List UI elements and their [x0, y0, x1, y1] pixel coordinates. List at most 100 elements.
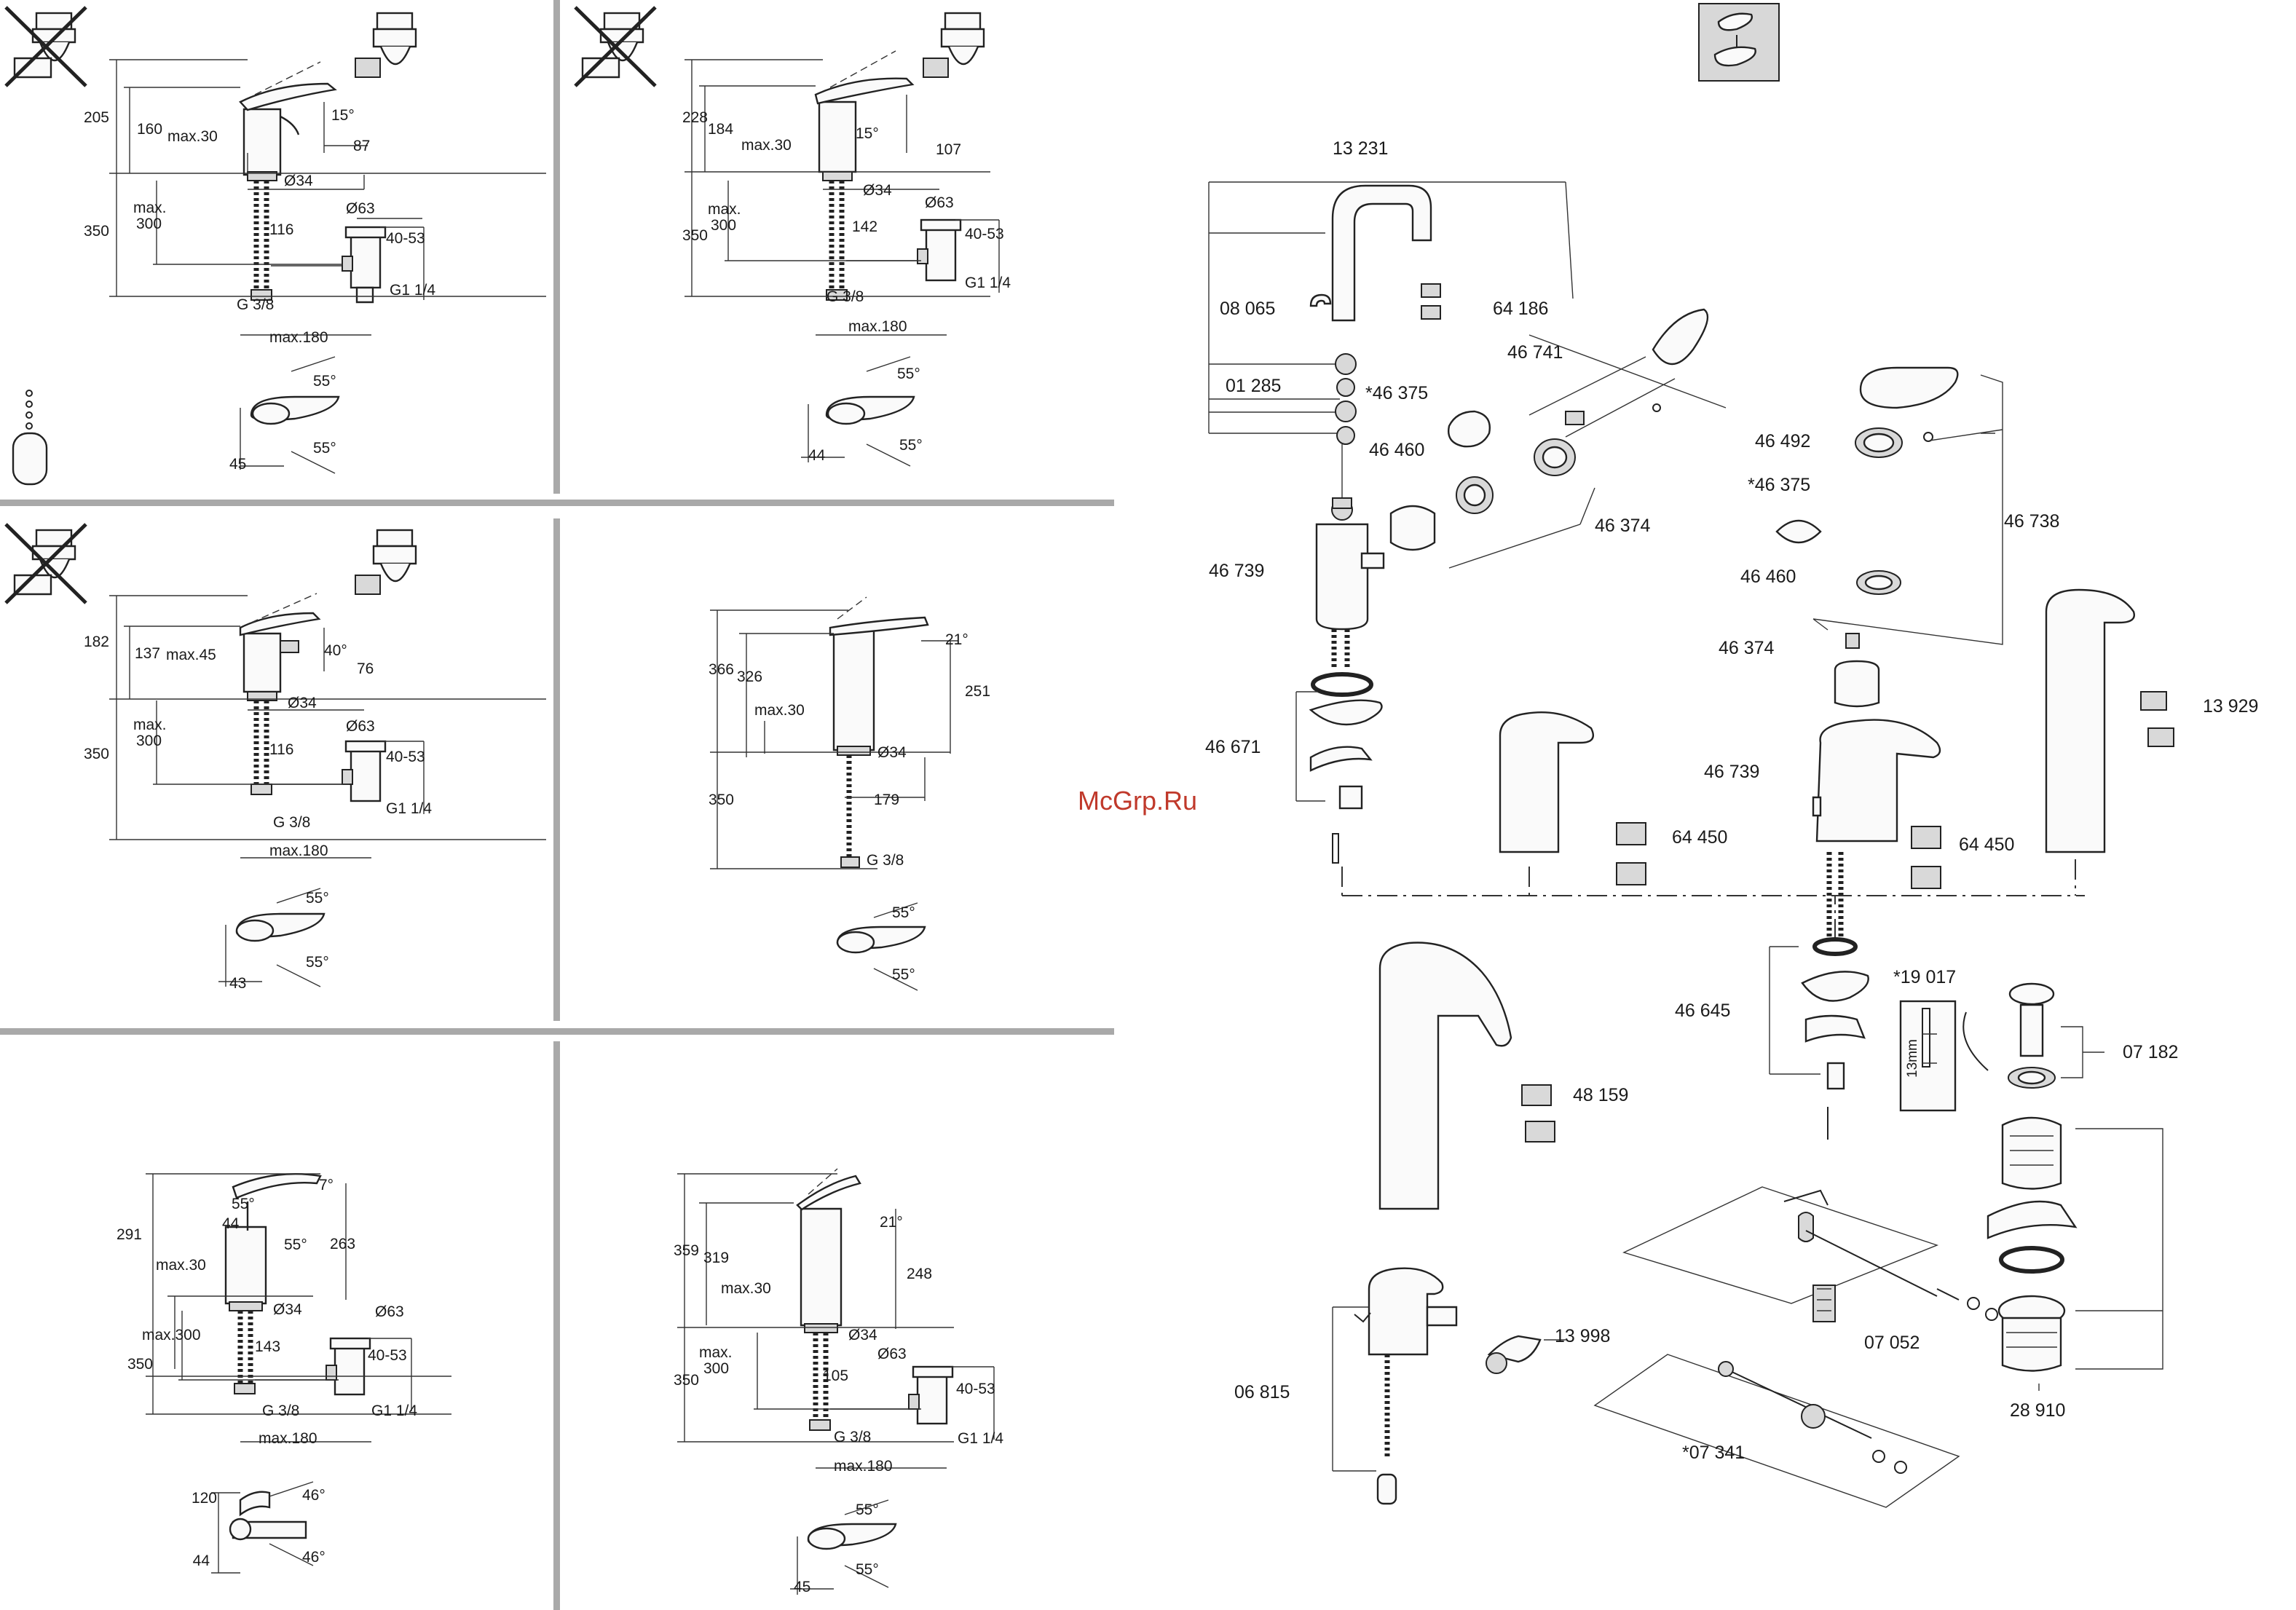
dim-300: 300 [703, 1360, 729, 1377]
dim-44: 44 [222, 1215, 240, 1232]
dim-55deg-b: 55° [306, 954, 329, 971]
part-label-46492: 46 492 [1755, 431, 1810, 451]
dim-45: 45 [794, 1579, 810, 1595]
no-pop-up-waste-icon [4, 523, 87, 604]
dim-max180: max.180 [848, 318, 907, 335]
dim-max180: max.180 [834, 1458, 893, 1475]
pop-up-waste-icon [923, 12, 985, 78]
part-label-46375-b: *46 375 [1748, 475, 1810, 495]
dim-21deg: 21° [945, 631, 968, 648]
dim-300: 300 [711, 217, 736, 234]
dim-7deg: 7° [319, 1177, 334, 1193]
dim-55deg-a: 55° [897, 366, 920, 382]
dim-43: 43 [229, 975, 246, 992]
part-label-46739-a: 46 739 [1209, 561, 1264, 581]
dim-max45: max.45 [166, 647, 216, 663]
dim-max180: max.180 [259, 1430, 317, 1447]
dim-g114: G1 1/4 [390, 282, 435, 299]
part-label-64450-a: 64 450 [1672, 827, 1727, 848]
dim-55deg-a: 55° [892, 904, 915, 921]
dim-55deg-b: 55° [892, 966, 915, 983]
dim-300: 300 [136, 216, 162, 232]
dim-263: 263 [330, 1236, 355, 1252]
part-label-46460-b: 46 460 [1740, 567, 1796, 587]
dim-359: 359 [674, 1242, 699, 1259]
divider-vertical-3 [553, 1041, 560, 1610]
divider-horizontal-2 [0, 1028, 1114, 1035]
dim-366: 366 [709, 661, 734, 678]
dim-300: 300 [136, 733, 162, 749]
dim-15deg: 15° [856, 125, 879, 142]
dim-350: 350 [682, 227, 708, 244]
dim-228: 228 [682, 109, 708, 126]
part-label-48159: 48 159 [1573, 1085, 1628, 1105]
dim-g38: G 3/8 [827, 288, 864, 305]
dim-326: 326 [737, 668, 762, 685]
watermark: McGrp.Ru [1078, 786, 1197, 816]
dim-40-53: 40-53 [965, 226, 1004, 242]
dim-55deg: 55° [232, 1196, 255, 1212]
dim-g114: G1 1/4 [965, 275, 1011, 291]
dim-d34: Ø34 [288, 695, 317, 711]
part-label-46375-a: *46 375 [1365, 383, 1428, 403]
dim-55deg-a: 55° [856, 1502, 879, 1518]
part-label-07182: 07 182 [2123, 1042, 2178, 1062]
no-pop-up-waste-icon [4, 6, 87, 87]
dim-251: 251 [965, 683, 990, 700]
dim-116: 116 [269, 741, 293, 758]
dim-55deg-a: 55° [313, 373, 336, 390]
divider-vertical-2 [553, 518, 560, 1021]
dim-55deg-a: 55° [306, 890, 329, 907]
part-label-28910: 28 910 [2010, 1400, 2065, 1421]
panel-1-basin-mixer-dimensions: 205 160 max.30 15° 87 Ø34 Ø63 max. 300 3… [4, 6, 546, 486]
dim-87: 87 [353, 138, 370, 154]
part-label-46671: 46 671 [1205, 737, 1261, 757]
pop-up-waste-icon [355, 529, 417, 595]
dim-40deg: 40° [324, 642, 347, 659]
dim-g38: G 3/8 [237, 296, 274, 313]
dim-291: 291 [117, 1226, 142, 1243]
mixer-handle-icon [1698, 3, 1780, 82]
panel-3-bidet-mixer-dimensions: 182 137 max.45 40° 76 Ø34 Ø63 max. 300 3… [4, 523, 546, 992]
dim-d63: Ø63 [925, 194, 954, 211]
dim-d63: Ø63 [877, 1346, 907, 1362]
dim-40-53: 40-53 [368, 1347, 407, 1364]
dim-40-53: 40-53 [956, 1381, 995, 1397]
part-label-01285: 01 285 [1226, 376, 1281, 396]
dim-248: 248 [907, 1266, 932, 1282]
dim-d34: Ø34 [863, 182, 892, 199]
dim-max30: max.30 [721, 1280, 771, 1297]
dim-21deg: 21° [880, 1214, 903, 1231]
chain-plug-icon [12, 390, 48, 486]
dim-55deg-b: 55° [313, 440, 336, 457]
dim-d34: Ø34 [284, 173, 313, 189]
dim-max: max. [699, 1344, 733, 1361]
panel-6-tall-basin-mixer-dimensions: 359 319 21° 248 max.30 Ø34 Ø63 max. 300 … [674, 1168, 1003, 1595]
dim-max180: max.180 [269, 843, 328, 859]
dim-142: 142 [852, 218, 877, 235]
part-label-46741: 46 741 [1507, 342, 1563, 363]
dim-182: 182 [84, 634, 109, 650]
dim-55deg-b: 55° [856, 1561, 879, 1578]
dim-184: 184 [708, 121, 733, 138]
part-label-13mm: 13mm [1905, 1039, 1920, 1078]
part-label-07341: *07 341 [1682, 1443, 1745, 1463]
part-label-46374-b: 46 374 [1719, 638, 1775, 658]
dim-40-53: 40-53 [386, 749, 425, 765]
dim-350: 350 [674, 1372, 699, 1389]
dim-44-top: 44 [193, 1552, 210, 1569]
divider-vertical-1 [553, 0, 560, 494]
dim-205: 205 [84, 109, 109, 126]
dim-max180: max.180 [269, 329, 328, 346]
dim-d34: Ø34 [273, 1301, 302, 1318]
dim-44: 44 [808, 447, 826, 464]
part-label-08065: 08 065 [1220, 299, 1275, 319]
dim-15deg: 15° [331, 107, 355, 124]
no-pop-up-waste-icon [574, 6, 657, 87]
dim-46deg-a: 46° [302, 1487, 326, 1504]
dim-max: max. [133, 200, 167, 216]
dim-d63: Ø63 [346, 200, 375, 217]
dim-350: 350 [709, 792, 734, 808]
dim-max: max. [708, 201, 741, 218]
